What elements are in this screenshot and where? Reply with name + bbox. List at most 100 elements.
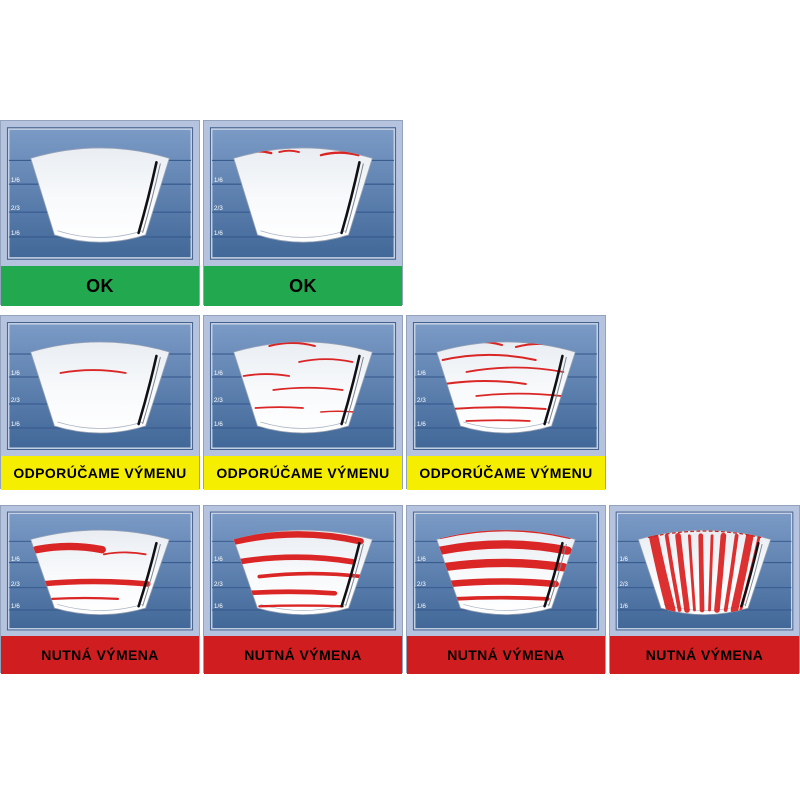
wear-streak <box>320 410 356 413</box>
wiper-blade-shadow <box>345 356 364 425</box>
wear-streak <box>319 151 360 157</box>
wiper-blade <box>340 161 361 235</box>
scale-label-group: 1/6 2/3 1/6 <box>619 556 628 610</box>
wiper-wear-card-recommend_replacement-3: 1/6 2/3 1/6 ODPORÚČAME VÝMENU <box>203 315 403 490</box>
wear-streak <box>436 540 572 555</box>
scale-label: 1/6 <box>619 603 628 610</box>
scale-label: 2/3 <box>11 397 20 404</box>
status-label: NUTNÁ VÝMENA <box>1 636 199 674</box>
scale-label: 1/6 <box>11 370 20 377</box>
scale-label: 2/3 <box>417 397 426 404</box>
panel-outline <box>209 511 397 631</box>
wipe-test-diagram: 1/6 2/3 1/6 <box>1 506 199 636</box>
wipe-test-panel: 1/6 2/3 1/6 <box>407 316 605 456</box>
wiper-blade-shadow <box>142 356 161 425</box>
wear-streak-vertical <box>708 534 714 612</box>
status-label: NUTNÁ VÝMENA <box>407 636 605 674</box>
wiper-blade-shadow <box>142 543 161 607</box>
scale-label: 1/6 <box>214 556 223 563</box>
scale-label-group: 1/6 2/3 1/6 <box>417 556 426 610</box>
scale-label: 2/3 <box>214 581 223 588</box>
wear-streak <box>445 578 559 588</box>
scale-label: 1/6 <box>11 230 20 237</box>
scale-label: 2/3 <box>11 581 20 588</box>
wear-streak-vertical <box>714 532 727 613</box>
wiper-blade <box>137 161 158 235</box>
wipe-test-diagram: 1/6 2/3 1/6 <box>407 316 605 456</box>
wear-streak-vertical <box>698 533 705 613</box>
wiper-wear-card-replacement_required-7: 1/6 2/3 1/6 NUTNÁ VÝMENA <box>406 505 606 674</box>
wipe-fan-shape <box>30 341 170 434</box>
wear-streaks <box>441 342 565 422</box>
wipe-test-diagram: 1/6 2/3 1/6 <box>1 121 199 266</box>
fan-inner-arc <box>57 604 143 611</box>
status-label: ODPORÚČAME VÝMENU <box>1 456 199 490</box>
scale-label-group: 1/6 2/3 1/6 <box>11 177 20 237</box>
status-label: OK <box>1 266 199 306</box>
wear-streak <box>258 604 344 608</box>
wear-streak-vertical <box>664 533 682 612</box>
wear-streak <box>236 554 356 565</box>
wiper-blade <box>137 541 158 608</box>
wear-streak <box>272 386 344 391</box>
scale-label: 1/6 <box>11 556 20 563</box>
scale-label-group: 1/6 2/3 1/6 <box>417 370 426 428</box>
wear-streak-vertical <box>648 531 676 615</box>
wipe-test-diagram: 1/6 2/3 1/6 <box>204 121 402 266</box>
wear-streak <box>102 551 147 556</box>
wear-streaks <box>32 542 151 601</box>
wear-streak-vertical <box>723 533 739 612</box>
scale-label-group: 1/6 2/3 1/6 <box>214 177 223 237</box>
fan-inner-arc <box>463 421 549 429</box>
wear-streak <box>32 542 106 554</box>
panel-outline <box>412 322 600 450</box>
wipe-test-panel: 1/6 2/3 1/6 <box>204 506 402 636</box>
wipe-test-panel: 1/6 2/3 1/6 <box>204 316 402 456</box>
wipe-test-diagram: 1/6 2/3 1/6 <box>407 506 605 636</box>
wear-streak <box>298 358 354 363</box>
scale-label: 1/6 <box>417 370 426 377</box>
status-label: NUTNÁ VÝMENA <box>204 636 402 674</box>
scale-label: 1/6 <box>214 603 223 610</box>
fan-inner-arc <box>57 230 143 238</box>
wear-streak <box>465 419 531 422</box>
wear-streak <box>241 589 338 596</box>
wear-streak <box>254 406 304 409</box>
status-label: ODPORÚČAME VÝMENU <box>407 456 605 490</box>
wipe-test-diagram: 1/6 2/3 1/6 <box>204 316 402 456</box>
wear-streak <box>268 342 316 347</box>
scale-label: 1/6 <box>214 421 223 428</box>
scale-label: 1/6 <box>11 177 20 184</box>
wipe-fan-shape <box>436 341 576 434</box>
panel-outline <box>209 127 397 260</box>
wipe-test-diagram: 1/6 2/3 1/6 <box>204 506 402 636</box>
wear-streak <box>51 596 120 601</box>
wiper-wear-card-replacement_required-8: 1/6 2/3 1/6 NUTNÁ VÝMENA <box>609 505 800 674</box>
scale-label: 2/3 <box>11 205 20 212</box>
wear-streak <box>278 149 300 154</box>
wiper-wear-card-recommend_replacement-2: 1/6 2/3 1/6 ODPORÚČAME VÝMENU <box>0 315 200 490</box>
scale-label-group: 1/6 2/3 1/6 <box>11 370 20 428</box>
wiper-blade-shadow <box>744 543 763 607</box>
wipe-test-panel: 1/6 2/3 1/6 <box>1 506 199 636</box>
scale-label: 1/6 <box>417 556 426 563</box>
wear-streak-vertical <box>687 534 696 612</box>
panel-outline <box>209 322 397 450</box>
wiper-wear-card-replacement_required-5: 1/6 2/3 1/6 NUTNÁ VÝMENA <box>0 505 200 674</box>
fan-inner-arc <box>260 230 346 238</box>
wiper-blade <box>340 354 361 426</box>
wear-streak <box>449 406 547 410</box>
scale-label: 2/3 <box>619 581 628 588</box>
panel-outline <box>412 511 600 631</box>
wear-streak <box>452 595 550 601</box>
scale-label-group: 1/6 2/3 1/6 <box>11 556 20 610</box>
scale-label: 1/6 <box>11 421 20 428</box>
wear-streak <box>443 379 527 385</box>
scale-label: 1/6 <box>417 421 426 428</box>
wiper-wear-card-ok-0: 1/6 2/3 1/6 OK <box>0 120 200 306</box>
scale-label-group: 1/6 2/3 1/6 <box>214 556 223 610</box>
panel-outline <box>6 511 194 631</box>
wipe-test-panel: 1/6 2/3 1/6 <box>1 316 199 456</box>
panel-outline <box>6 127 194 260</box>
scale-label: 1/6 <box>619 556 628 563</box>
